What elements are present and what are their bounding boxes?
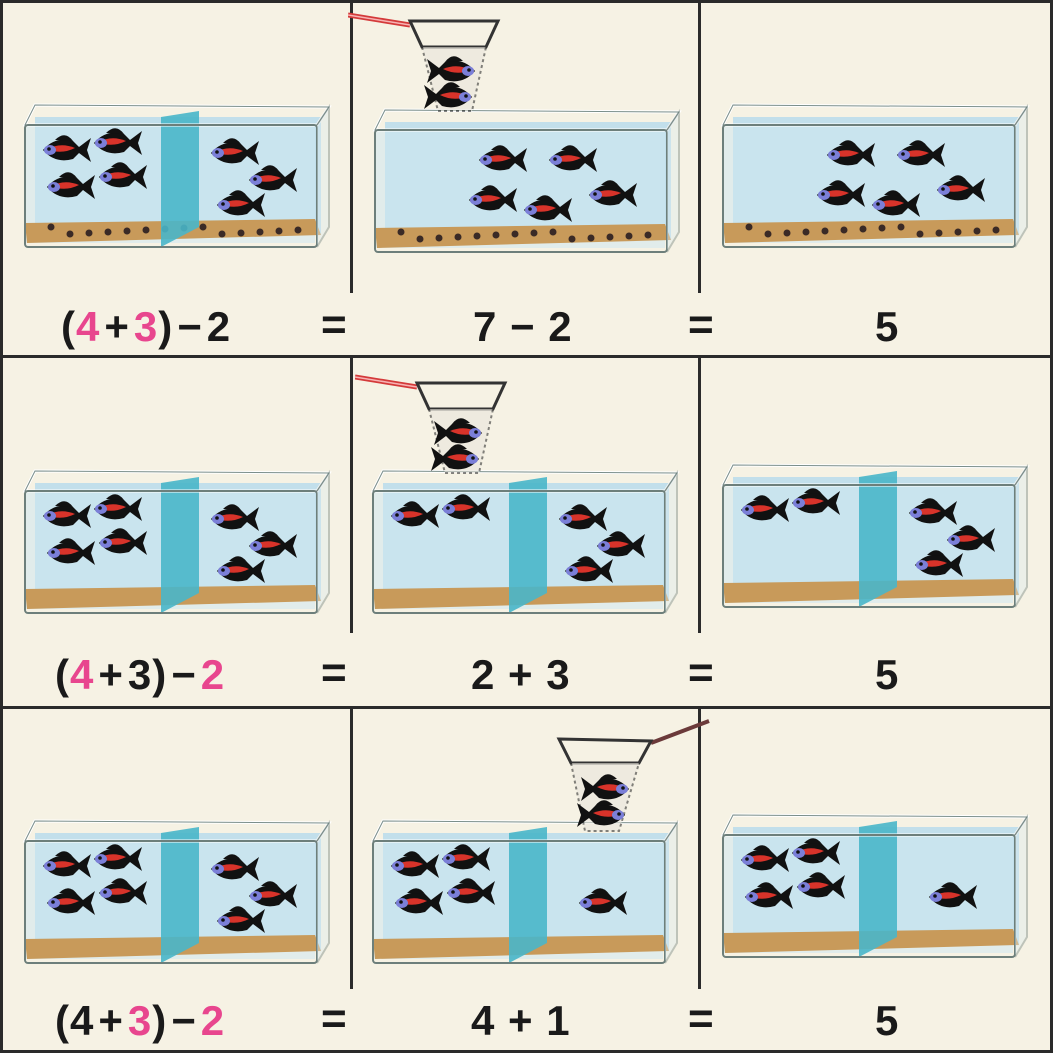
expression-part: 3 bbox=[134, 303, 158, 351]
equals-sign: = bbox=[688, 300, 714, 350]
expression-part: ) bbox=[152, 997, 167, 1045]
expression-part: 2 bbox=[207, 303, 231, 351]
expression-part: + bbox=[104, 303, 130, 351]
row-divider-1 bbox=[3, 355, 1050, 358]
aquarium-tank-icon bbox=[21, 95, 333, 255]
aquarium-tank-icon bbox=[21, 811, 333, 971]
expression-part: 4 bbox=[70, 997, 94, 1045]
expression-part: + bbox=[98, 997, 124, 1045]
expression-part: ( bbox=[55, 997, 70, 1045]
expression-grouped: (4+3)−2 bbox=[61, 303, 231, 351]
expression-grouped: (4+3)−2 bbox=[55, 651, 225, 699]
expression-simplified: 2 + 3 bbox=[471, 651, 571, 699]
expression-part: − bbox=[177, 303, 203, 351]
result-value: 5 bbox=[875, 997, 899, 1045]
fishing-net-icon bbox=[355, 365, 515, 490]
fishing-net-icon bbox=[551, 719, 711, 844]
column-divider bbox=[698, 358, 701, 633]
aquarium-tank-icon bbox=[21, 461, 333, 621]
column-divider bbox=[350, 358, 353, 633]
expression-part: 3 bbox=[128, 651, 152, 699]
aquarium-tank-icon bbox=[719, 805, 1031, 965]
aquarium-tank-icon bbox=[719, 95, 1031, 255]
column-divider bbox=[350, 709, 353, 989]
expression-part: 4 bbox=[76, 303, 100, 351]
expression-part: 4 bbox=[70, 651, 94, 699]
expression-part: ( bbox=[55, 651, 70, 699]
expression-simplified: 7 − 2 bbox=[473, 303, 573, 351]
expression-simplified: 4 + 1 bbox=[471, 997, 571, 1045]
aquarium-tank-icon bbox=[719, 455, 1031, 615]
row-divider-2 bbox=[3, 706, 1050, 709]
equals-sign: = bbox=[321, 994, 347, 1044]
expression-part: ) bbox=[158, 303, 173, 351]
expression-part: − bbox=[171, 997, 197, 1045]
equals-sign: = bbox=[321, 648, 347, 698]
equals-sign: = bbox=[688, 994, 714, 1044]
expression-part: 2 bbox=[201, 997, 225, 1045]
expression-grouped: (4+3)−2 bbox=[55, 997, 225, 1045]
fishing-net-icon bbox=[348, 3, 508, 128]
expression-part: ( bbox=[61, 303, 76, 351]
equals-sign: = bbox=[688, 648, 714, 698]
expression-part: ) bbox=[152, 651, 167, 699]
expression-part: 2 bbox=[201, 651, 225, 699]
result-value: 5 bbox=[875, 303, 899, 351]
result-value: 5 bbox=[875, 651, 899, 699]
expression-part: + bbox=[98, 651, 124, 699]
equals-sign: = bbox=[321, 300, 347, 350]
expression-part: − bbox=[171, 651, 197, 699]
expression-part: 3 bbox=[128, 997, 152, 1045]
column-divider bbox=[698, 3, 701, 293]
